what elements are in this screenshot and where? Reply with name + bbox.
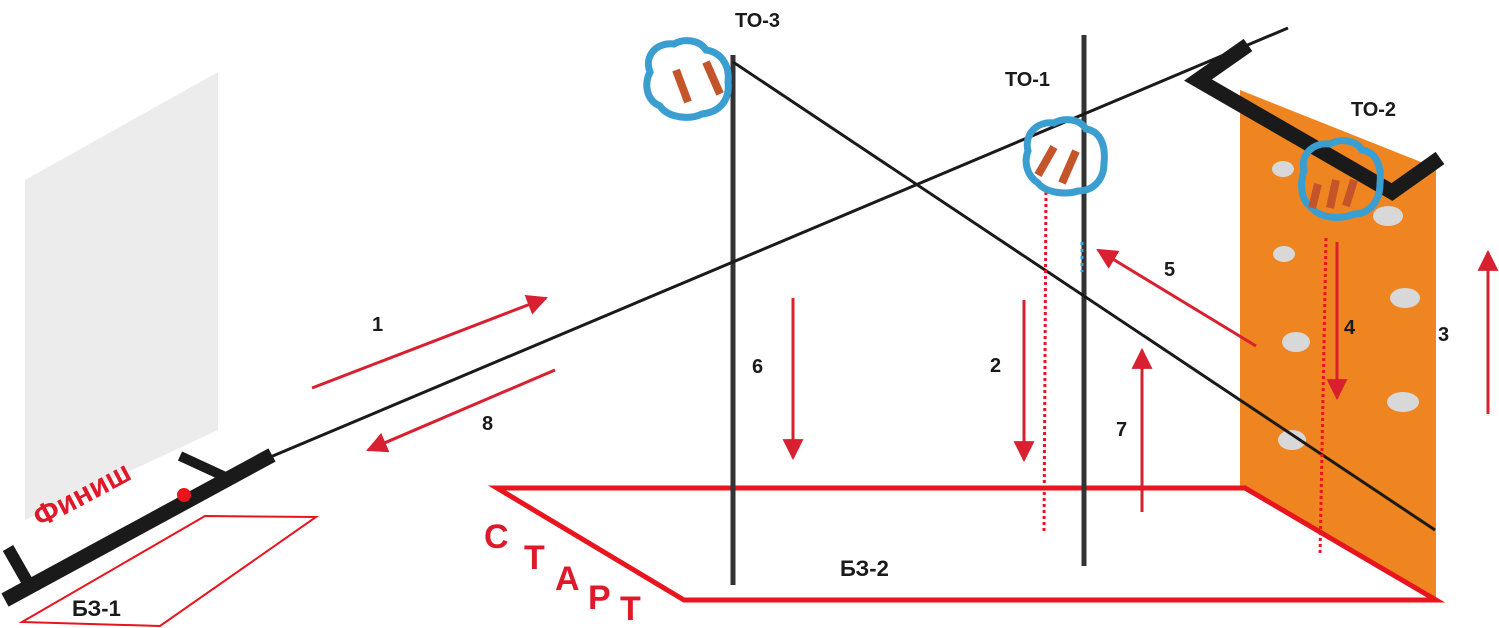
carabiner-icon	[1022, 116, 1108, 197]
rope-main	[267, 26, 1289, 460]
label-to3: ТО-3	[735, 10, 780, 32]
hold	[1387, 392, 1419, 412]
to2-anchor-bracket	[1184, 38, 1445, 201]
start-letter: Т	[620, 590, 641, 628]
start-letter: А	[555, 560, 580, 598]
bz2-zone	[487, 485, 1446, 603]
wall-holds	[1272, 161, 1420, 450]
carabiner-icon	[643, 37, 732, 121]
belay-line-to1	[1042, 185, 1048, 533]
step-label-7: 7	[1116, 419, 1127, 441]
label-to2: ТО-2	[1351, 99, 1396, 121]
hold	[1373, 206, 1403, 226]
step-label-8: 8	[482, 413, 493, 435]
label-bz2: БЗ-2	[840, 556, 889, 581]
hold	[1273, 246, 1295, 262]
start-letter: Р	[588, 579, 611, 617]
start-letter: С	[484, 518, 509, 556]
step-label-1: 1	[372, 314, 383, 336]
label-to1: ТО-1	[1005, 69, 1050, 91]
bz1-zone	[18, 514, 320, 628]
finish-point	[177, 488, 191, 502]
carabiner-icon	[1298, 137, 1384, 221]
rope-descent	[732, 60, 1436, 532]
step-label-2: 2	[990, 355, 1001, 377]
finish-wall	[25, 72, 218, 520]
belay-line-to2	[1318, 237, 1328, 557]
hold	[1272, 161, 1294, 177]
step-label-3: 3	[1438, 324, 1449, 346]
step-label-4: 4	[1344, 317, 1356, 339]
hold	[1278, 430, 1306, 450]
step-label-6: 6	[752, 356, 763, 378]
label-start: С Т А Р Т	[484, 518, 641, 628]
start-letter: Т	[524, 539, 545, 577]
hold	[1282, 332, 1310, 352]
step-label-5: 5	[1164, 259, 1175, 281]
arrow-icon	[311, 294, 548, 390]
label-bz1: БЗ-1	[72, 596, 121, 621]
arrow-icon	[366, 368, 556, 453]
hold	[1390, 288, 1420, 308]
finish-anchor	[1, 448, 276, 607]
arrow-icon	[1096, 248, 1257, 348]
step-arrows	[311, 242, 1499, 512]
